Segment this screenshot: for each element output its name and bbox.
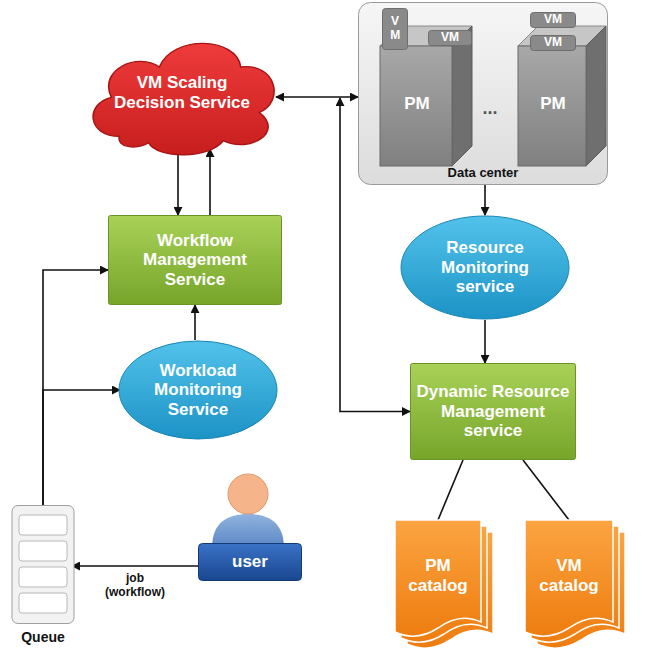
connector-arrow (276, 96, 358, 98)
node-text: Data center (448, 166, 519, 181)
node-text: Dynamic Resource Management service (416, 382, 570, 441)
vm-box: VM (428, 30, 472, 46)
queue-outline (6, 505, 80, 647)
user-figure (212, 474, 284, 548)
service-box: Dynamic Resource Management service (410, 363, 576, 460)
node-text: PM (404, 94, 430, 114)
connector-arrow (209, 149, 211, 215)
connector-arrow (43, 390, 120, 505)
node-text: Resource Monitoring service (420, 238, 550, 297)
node-text: VM (441, 31, 459, 45)
datacenter-panel: Data center V M VM VM VM PM PM (358, 2, 608, 185)
connector-arrow (72, 565, 198, 567)
connector-arrow (438, 460, 463, 520)
connector-arrow (484, 320, 486, 363)
monitor-ellipse: Resource Monitoring service (400, 215, 570, 320)
vm-box: VM (530, 12, 576, 28)
queue-stack: Queue (6, 505, 80, 647)
node-text: VM (544, 13, 562, 27)
node-text: VM catalog (531, 556, 607, 595)
connector-arrow (523, 460, 569, 520)
ellipsis-label: ... (470, 98, 510, 119)
catalog-stack: PM catalog (395, 520, 493, 644)
connector-arrow (177, 150, 179, 215)
user-box: user (198, 543, 302, 581)
decision-cloud: VM Scaling Decision Service (82, 28, 282, 158)
vm-box: V M (382, 8, 408, 50)
node-text: VM Scaling Decision Service (112, 73, 252, 112)
connector-arrow (484, 185, 486, 215)
node-text: Queue (21, 629, 65, 645)
connector-arrow (194, 305, 196, 340)
node-text: Workload Monitoring Service (136, 361, 260, 420)
connector-arrow (43, 270, 108, 505)
node-text: Workflow Management Service (116, 231, 274, 290)
edge-label: job (workflow) (100, 571, 170, 599)
vm-box: VM (530, 35, 576, 51)
node-text: PM catalog (401, 556, 475, 595)
monitor-ellipse: Workload Monitoring Service (118, 340, 278, 440)
node-text: V M (390, 15, 400, 43)
node-text: VM (544, 36, 562, 50)
node-text: user (232, 552, 268, 572)
catalog-stack: VM catalog (525, 520, 625, 644)
service-box: Workflow Management Service (108, 215, 282, 305)
node-text: PM (540, 94, 566, 114)
